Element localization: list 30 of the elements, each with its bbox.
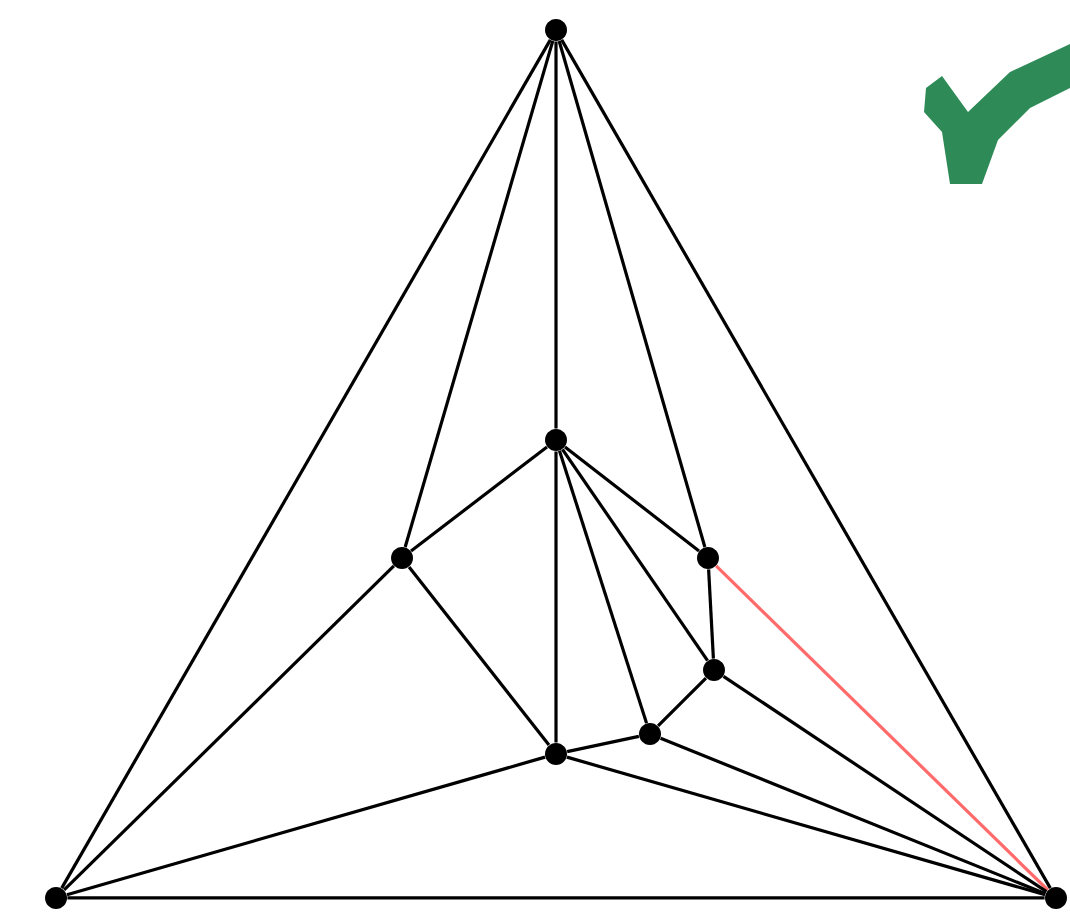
graph-edge xyxy=(403,40,555,548)
graph-edge xyxy=(60,39,552,889)
graph-edge xyxy=(557,450,649,724)
graph-edge xyxy=(410,445,548,553)
graph-edge xyxy=(722,674,1048,893)
graph-edge xyxy=(67,896,1045,900)
graph-vertex xyxy=(703,658,725,681)
graph-edge xyxy=(561,448,709,662)
graph-vertex xyxy=(545,742,567,765)
graph-edge xyxy=(554,451,558,743)
graph-edge xyxy=(557,40,707,548)
graph-edge xyxy=(566,734,640,754)
graph-vertex xyxy=(639,722,661,745)
graph-vertex xyxy=(545,19,567,41)
graph-edge xyxy=(554,41,558,429)
graph-vertex xyxy=(45,886,67,909)
graph-edge xyxy=(656,676,708,728)
graph-edge xyxy=(560,39,1052,889)
graph-edge xyxy=(715,564,1049,892)
graph-vertex xyxy=(1045,886,1067,909)
graph-edge xyxy=(407,565,551,746)
graph-vertex xyxy=(697,547,719,569)
graph-edge xyxy=(66,755,546,897)
graph-vertex xyxy=(391,547,413,569)
graph-vertex xyxy=(545,428,567,451)
graph-edge xyxy=(564,445,700,553)
graph-edge xyxy=(659,736,1047,896)
graph-edge xyxy=(566,755,1046,897)
graph-edge xyxy=(707,569,715,659)
graph-edge xyxy=(63,564,395,892)
